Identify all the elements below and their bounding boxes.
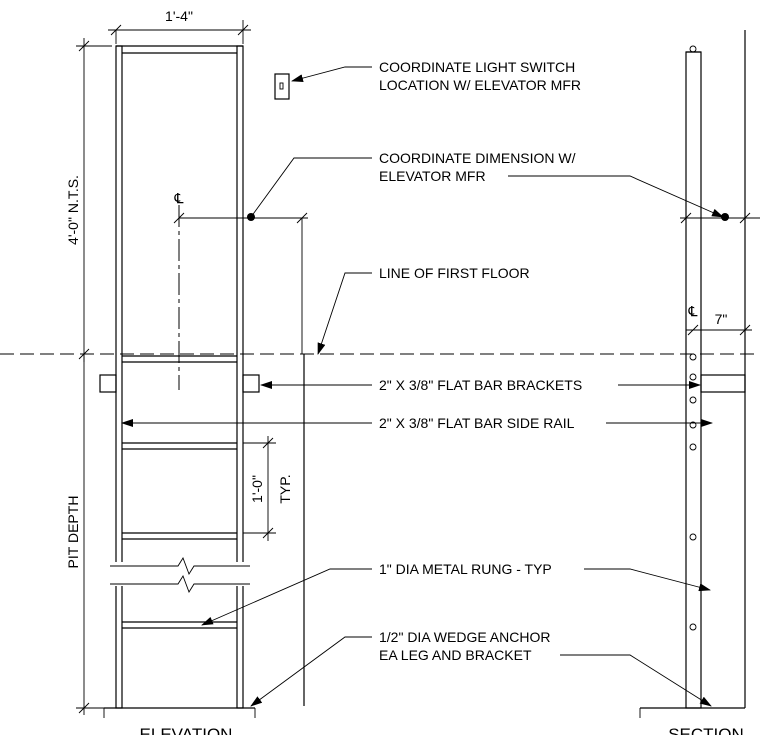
rung-spacing-typ: TYP. — [277, 474, 293, 503]
callout-light-switch-line2: LOCATION W/ ELEVATOR MFR — [379, 77, 581, 93]
centerline-symbol-elevation: ℄ — [174, 190, 184, 206]
callout-anchor-line1: 1/2" DIA WEDGE ANCHOR — [379, 629, 550, 645]
left-bracket — [99, 374, 117, 393]
pit-depth-label: PIT DEPTH — [65, 496, 81, 569]
callout-texts: COORDINATE LIGHT SWITCH LOCATION W/ ELEV… — [379, 59, 582, 663]
light-switch-icon — [274, 73, 290, 100]
section-view-title: SECTION — [668, 725, 744, 735]
callout-coordinate-dimension-line2: ELEVATOR MFR — [379, 168, 486, 184]
callout-light-switch-line1: COORDINATE LIGHT SWITCH — [379, 59, 575, 75]
width-dimension: 1'-4" — [108, 8, 251, 44]
rung-spacing-dimension: 1'-0" TYP. — [243, 436, 293, 541]
callout-leaders — [121, 66, 724, 707]
callout-side-rail: 2" X 3/8" FLAT BAR SIDE RAIL — [379, 415, 575, 431]
break-lines — [110, 556, 250, 594]
width-dimension-label: 1'-4" — [165, 8, 193, 24]
callout-coordinate-dimension-line1: COORDINATE DIMENSION W/ — [379, 150, 576, 166]
elevation-rungs — [122, 355, 237, 629]
callout-rung: 1" DIA METAL RUNG - TYP — [379, 561, 552, 577]
rung-spacing-label: 1'-0" — [249, 475, 265, 503]
left-side-rail — [115, 45, 123, 709]
section-view: 7" — [639, 30, 760, 718]
section-bracket — [700, 374, 746, 393]
centerline-symbol-section: ℄ — [688, 303, 698, 319]
callout-first-floor: LINE OF FIRST FLOOR — [379, 265, 530, 281]
elevation-view — [99, 45, 308, 718]
elevation-view-title: ELEVATION — [140, 725, 233, 735]
right-bracket — [242, 374, 260, 393]
height-dimension-label: 4'-0" N.T.S. — [65, 175, 81, 245]
height-dimension: 4'-0" N.T.S. — [65, 38, 112, 362]
pit-depth-dimension: PIT DEPTH — [65, 354, 104, 715]
section-rung-holes — [689, 353, 697, 631]
offset-dimension-label: 7" — [715, 311, 728, 327]
callout-anchor-line2: EA LEG AND BRACKET — [379, 647, 532, 663]
callout-brackets: 2" X 3/8" FLAT BAR BRACKETS — [379, 377, 582, 393]
